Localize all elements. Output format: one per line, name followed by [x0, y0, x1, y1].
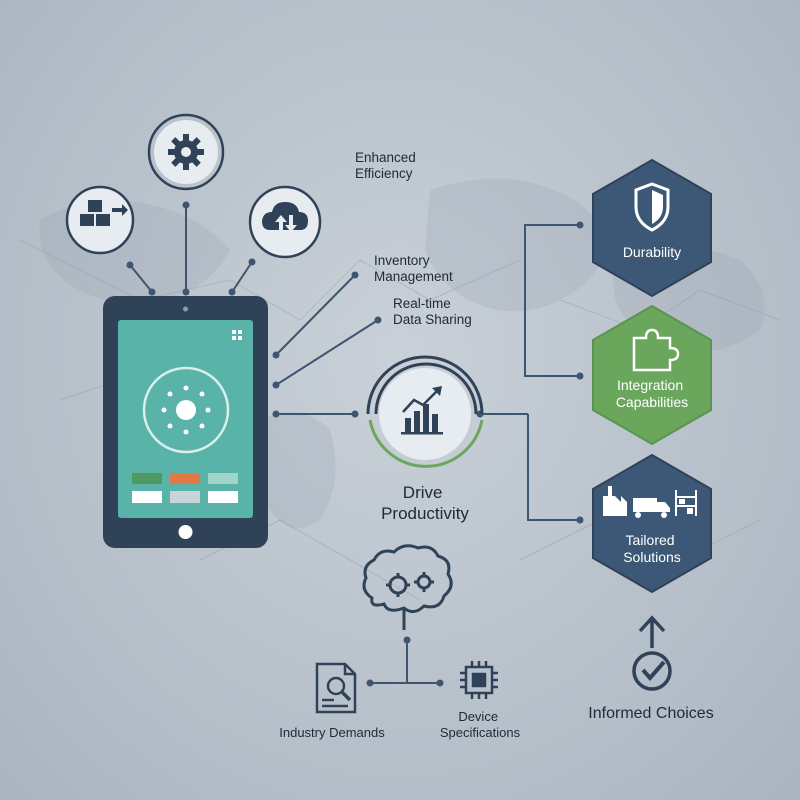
- tablet-device: [103, 296, 268, 548]
- enhanced-efficiency-label: Enhanced Efficiency: [355, 150, 420, 181]
- boxes-node: [65, 185, 135, 255]
- hexagon-tailored: Tailored Solutions: [592, 453, 712, 594]
- brain-gears-icon: [362, 544, 453, 630]
- gear-icon: [168, 134, 204, 170]
- puzzle-icon: [632, 328, 680, 372]
- hexagon-tailored-label: Tailored Solutions: [623, 532, 681, 565]
- device-specifications-label: Device Specifications: [440, 709, 521, 740]
- bar-chart-trend-icon: [401, 386, 443, 435]
- shield-icon: [634, 182, 670, 232]
- connector-dots: [126, 201, 584, 687]
- industry-demands-label: Industry Demands: [279, 725, 385, 740]
- informed-choices-icon: [632, 615, 672, 691]
- hexagon-durability-label: Durability: [623, 244, 681, 260]
- factory-truck-shelves-icon: [603, 486, 697, 518]
- grid-icon: [232, 330, 242, 340]
- cloud-sync-icon: [262, 202, 308, 232]
- hexagon-integration-label: Integration Capabilities: [616, 377, 688, 410]
- cloud-node: [248, 185, 322, 259]
- inventory-management-label: Inventory Management: [374, 253, 453, 284]
- gear-node: [147, 113, 225, 191]
- drive-productivity-node: [366, 355, 484, 468]
- document-search-icon: [315, 662, 357, 714]
- tablet-tiles: [132, 473, 238, 503]
- connector-lines: [129, 205, 580, 684]
- hexagon-integration: Integration Capabilities: [592, 304, 712, 446]
- informed-choices-label: Informed Choices: [588, 705, 713, 722]
- network-hub-icon: [142, 366, 230, 454]
- chip-icon: [460, 661, 498, 699]
- boxes-arrow-icon: [80, 200, 128, 226]
- realtime-data-sharing-label: Real-time Data Sharing: [393, 296, 472, 327]
- drive-productivity-label: Drive Productivity: [381, 483, 469, 523]
- hexagon-durability: Durability: [592, 158, 712, 298]
